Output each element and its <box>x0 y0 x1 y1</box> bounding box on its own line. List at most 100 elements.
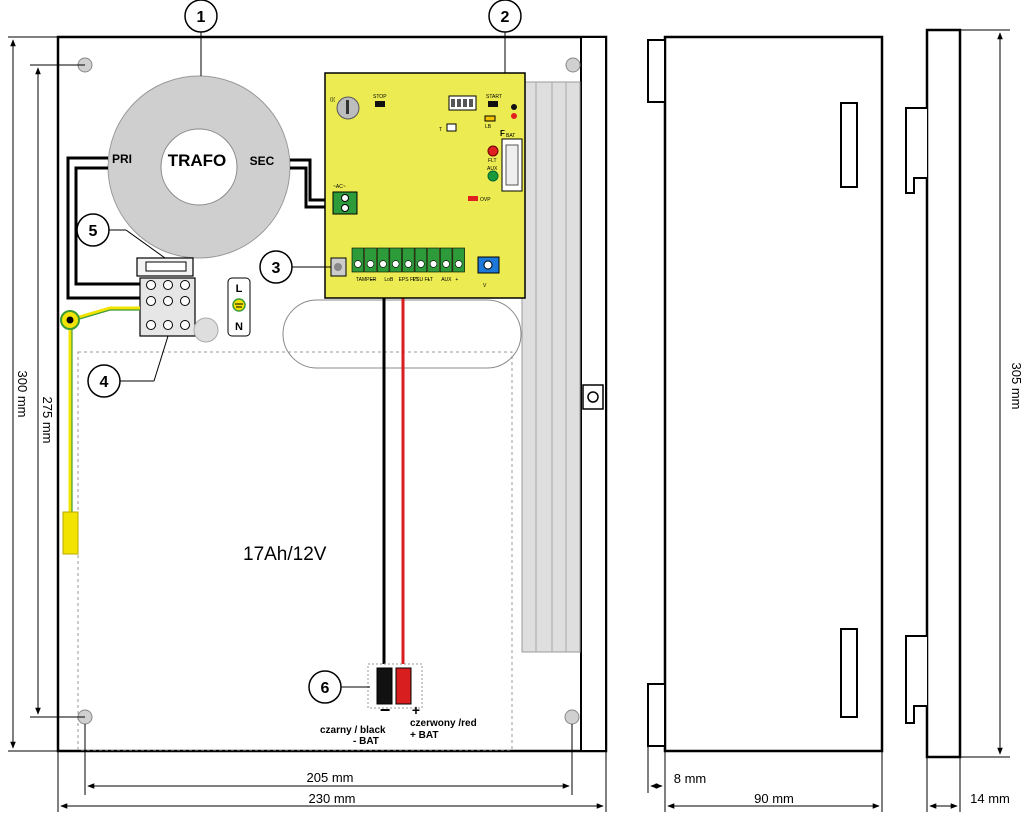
flt-label: FLT <box>488 158 497 164</box>
ac-label: ~AC~ <box>333 184 346 190</box>
ac-terminal <box>332 191 358 215</box>
profile-view <box>905 28 962 759</box>
screw <box>180 280 190 290</box>
callout-leader <box>153 335 169 382</box>
terminal-label: + <box>455 277 458 283</box>
terminal-label: LoB <box>384 277 394 283</box>
t-jumper[interactable] <box>446 123 457 132</box>
terminal-label: — <box>370 277 375 283</box>
mounting-hole <box>565 57 581 73</box>
red-lead-label: czerwony /red <box>410 718 477 729</box>
output-terminal <box>427 247 440 273</box>
output-terminal <box>402 247 415 273</box>
cable-gland <box>193 317 219 343</box>
dim-side-depth: 90 mm <box>754 791 794 806</box>
side-flange-bottom <box>647 683 666 747</box>
earth-screw <box>66 316 74 324</box>
screw <box>379 260 387 268</box>
side-view <box>647 35 884 753</box>
dip-lever <box>457 99 461 107</box>
transformer-secondary-label: SEC <box>250 154 275 168</box>
transformer-primary-label: PRI <box>112 152 132 166</box>
ovp-label: OVP <box>480 197 491 203</box>
callout-circle <box>184 0 218 33</box>
secondary-wire <box>290 158 328 202</box>
terminal-label: EPS FLT <box>399 277 419 283</box>
dim-profile-height: 305 mm <box>1009 363 1024 410</box>
start-label: START <box>486 94 502 100</box>
status-led-black <box>511 104 517 110</box>
tamper-pin <box>334 263 342 271</box>
neutral-label: N <box>235 321 243 333</box>
screw <box>146 280 156 290</box>
screw <box>442 260 450 268</box>
black-lead-label: czarny / black <box>320 725 386 736</box>
callout-number: 5 <box>89 223 98 240</box>
plus-sign: + <box>412 702 420 718</box>
mounting-hole <box>564 709 580 725</box>
screw <box>417 260 425 268</box>
status-led-red <box>511 113 517 119</box>
terminal-label: AUX <box>441 277 452 283</box>
output-terminal <box>452 247 465 273</box>
aux-led <box>487 170 499 182</box>
callout-circle <box>87 364 121 398</box>
battery-label: 17Ah/12V <box>243 544 327 565</box>
primary-wire <box>74 166 140 286</box>
callout-number: 6 <box>321 680 330 697</box>
red-terminal-label: + BAT <box>410 730 438 741</box>
output-terminal <box>376 247 390 273</box>
screw <box>180 296 190 306</box>
screw <box>146 320 156 330</box>
vadj-label: V <box>483 283 487 289</box>
dim-height-outer: 300 mm <box>15 371 30 418</box>
fuse <box>145 261 187 272</box>
profile-hinge-bottom <box>905 635 927 724</box>
minus-sign: − <box>380 700 391 720</box>
fuse-cartridge <box>505 144 519 186</box>
lock <box>582 384 604 410</box>
pot-knob <box>483 260 493 270</box>
aux-label: AUX <box>487 166 498 172</box>
dip-lever <box>451 99 455 107</box>
callout-number: 1 <box>197 9 206 26</box>
callout-number: 3 <box>272 260 281 277</box>
black-terminal-label: - BAT <box>353 736 379 747</box>
lb-led <box>484 115 496 122</box>
dim-side-flange: 8 mm <box>674 771 707 786</box>
front-view: TRAFO PRI SEC L N <box>56 0 608 753</box>
flt-led <box>487 145 499 157</box>
screw <box>163 280 173 290</box>
terminal-label: PSU FLT <box>413 277 433 283</box>
stop-button[interactable] <box>375 101 385 107</box>
screw <box>429 260 438 268</box>
dip-lever <box>463 99 467 107</box>
dim-width-inner: 205 mm <box>307 770 354 785</box>
dim-profile-depth: 14 mm <box>970 791 1010 806</box>
screw <box>180 320 190 330</box>
dim-height-inner: 275 mm <box>40 397 55 444</box>
screw <box>404 260 412 268</box>
black-connector <box>376 667 393 705</box>
side-flange-top <box>647 39 666 103</box>
psu-board: ~AC~ ((( STOP T START LB <box>324 72 526 299</box>
vent-slot <box>840 102 858 188</box>
callout-circle <box>76 213 110 247</box>
fuse-sub-label: BAT <box>506 133 515 139</box>
buzzer-slot <box>346 100 349 114</box>
screw <box>455 260 463 268</box>
transformer-title: TRAFO <box>168 151 227 170</box>
dip-lever <box>469 99 473 107</box>
earth-symbol-icon <box>232 298 246 312</box>
screw <box>341 204 349 212</box>
line-label: L <box>236 283 243 295</box>
fuse-label: F <box>500 129 505 138</box>
speaker-icon: ((( <box>330 97 335 103</box>
start-button[interactable] <box>488 101 498 107</box>
screw <box>354 260 362 268</box>
primary-wire <box>66 156 140 300</box>
output-terminal <box>364 247 377 273</box>
